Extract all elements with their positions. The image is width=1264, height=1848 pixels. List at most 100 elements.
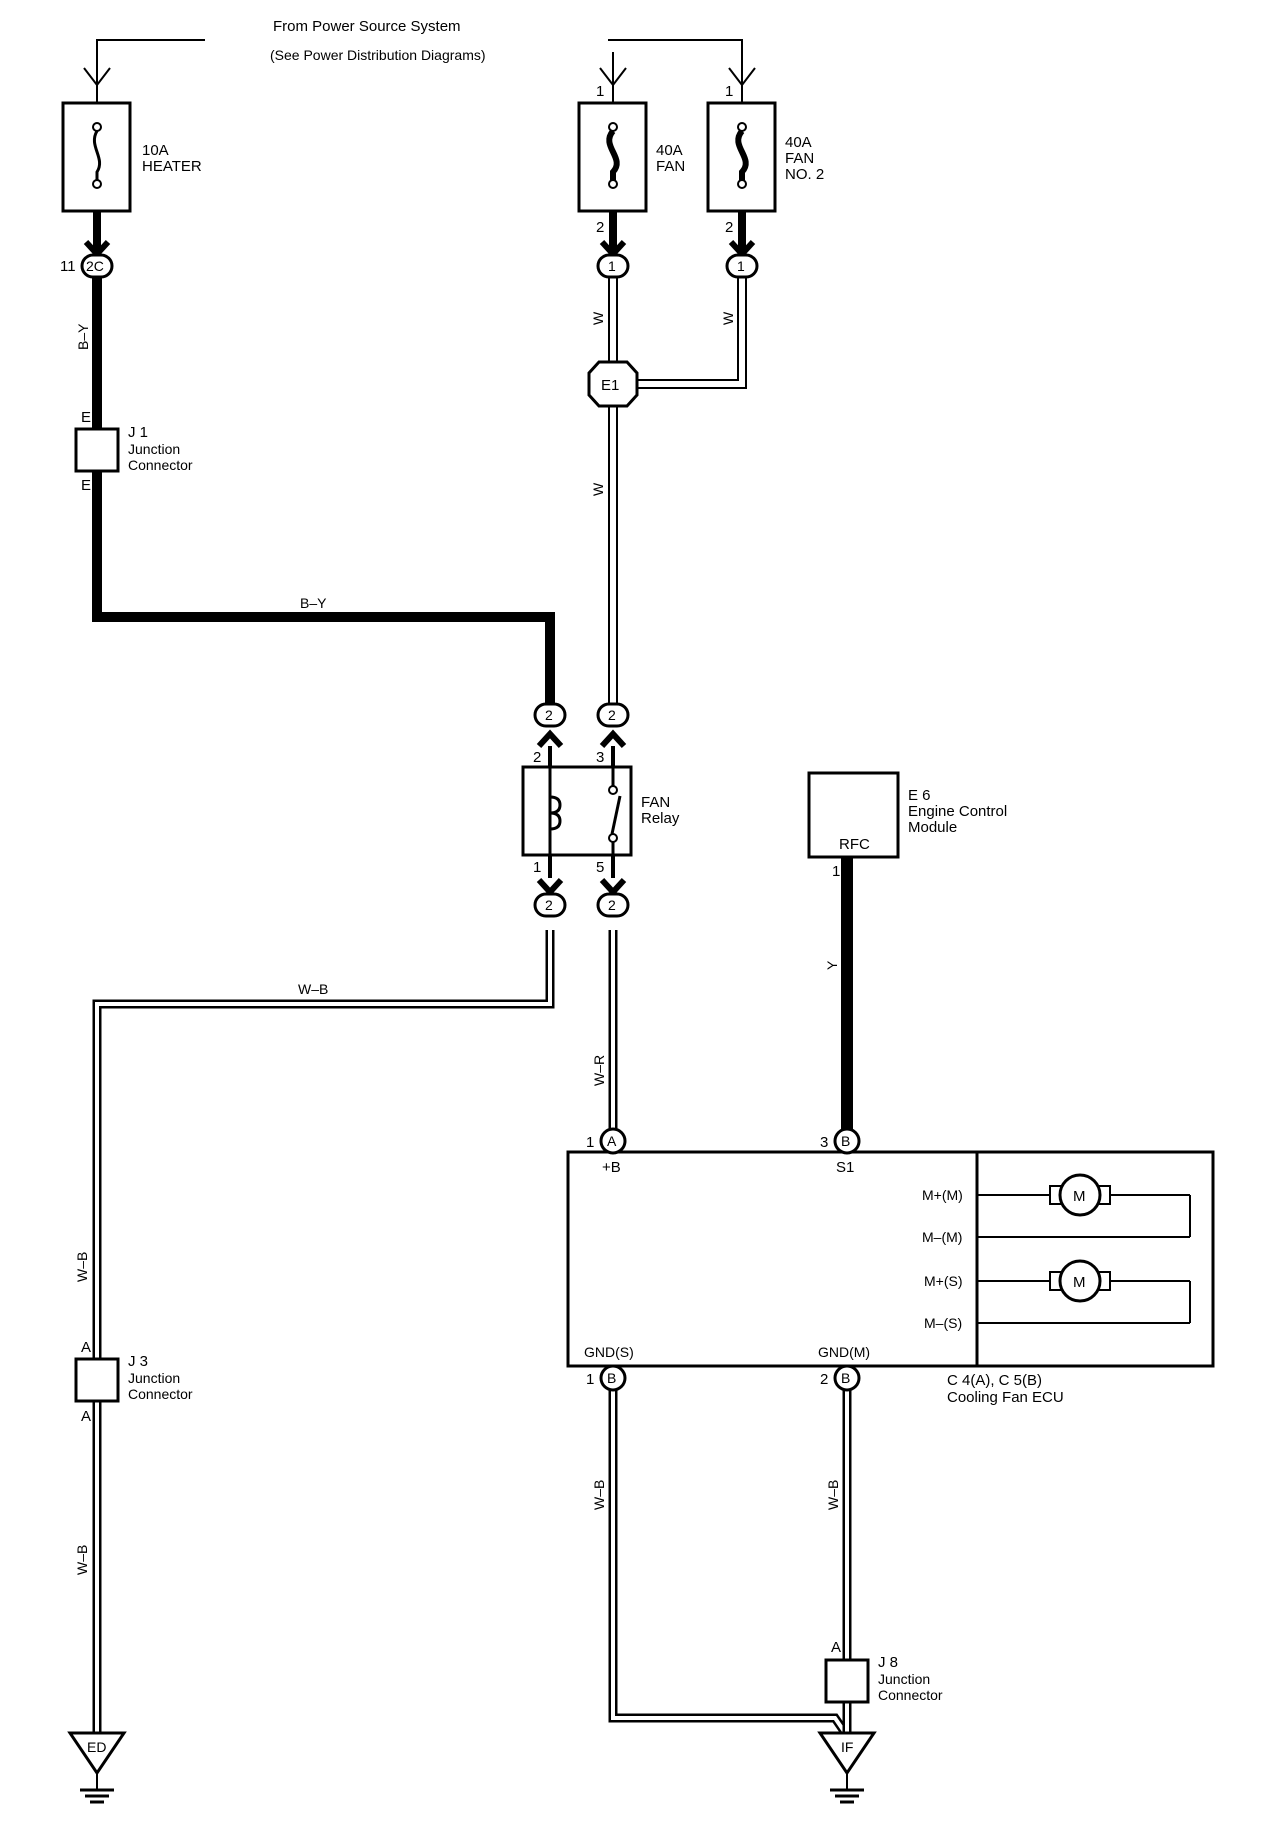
fan2-fuse-top-pin: 1 xyxy=(725,83,733,100)
connector-relay-bottom-right xyxy=(596,877,630,918)
wire-label-w-b-relay: W–B xyxy=(298,981,328,997)
ground-ed-icon xyxy=(67,1731,127,1804)
ground-ed-label: ED xyxy=(87,1739,106,1755)
fuse-fan-no2 xyxy=(706,85,777,252)
connector-relay-top-left xyxy=(533,702,567,749)
j1-bottom: E xyxy=(81,477,91,494)
ecu-gnd-m: GND(M) xyxy=(818,1344,870,1360)
ecu-connector-a xyxy=(599,1127,627,1155)
ecu-gnds-pin: 1 xyxy=(586,1371,594,1388)
connector-fan-1-label: 1 xyxy=(608,258,616,274)
ecm-label-1: Engine Control xyxy=(908,803,1007,820)
ecu-label-2: Cooling Fan ECU xyxy=(947,1389,1064,1406)
relay-top-left-pin: 2 xyxy=(533,749,541,766)
motor-2-icon: M xyxy=(1073,1274,1086,1291)
j1-line2: Connector xyxy=(128,457,193,473)
ecu-terminal-b: +B xyxy=(602,1159,621,1176)
j8-top: A xyxy=(831,1639,841,1656)
relay-label-2: Relay xyxy=(641,810,680,827)
engine-control-module xyxy=(807,771,900,859)
fan-fuse-bottom-pin: 2 xyxy=(596,219,604,236)
connector-relay-bottom-left xyxy=(533,877,567,918)
wire-label-w-3: W xyxy=(590,482,606,496)
ecu-gnd-s: GND(S) xyxy=(584,1344,634,1360)
fuse-fan2-name: FAN xyxy=(785,150,814,167)
connector-fan2-1 xyxy=(725,239,759,279)
j1-top: E xyxy=(81,409,91,426)
wire-label-w-b-gndm: W–B xyxy=(825,1480,841,1510)
ecm-label-2: Module xyxy=(908,819,957,836)
source-text-2: (See Power Distribution Diagrams) xyxy=(270,47,486,63)
fan-relay xyxy=(521,746,633,878)
j3-line1: Junction xyxy=(128,1370,180,1386)
ecm-id: E 6 xyxy=(908,787,931,804)
j3-bottom: A xyxy=(81,1408,91,1425)
junction-j3 xyxy=(74,1357,120,1403)
wire-label-b-y-vertical: B–Y xyxy=(75,323,91,350)
ecu-connector-b-gndm xyxy=(833,1364,861,1392)
fuse-fan2-name2: NO. 2 xyxy=(785,166,824,183)
wire-w-b-left xyxy=(92,930,555,1755)
relay-label-1: FAN xyxy=(641,794,670,811)
ecu-connector-b2-label: B xyxy=(607,1370,616,1386)
wire-label-w-r: W–R xyxy=(591,1055,607,1086)
cooling-fan-ecu xyxy=(566,1150,1215,1368)
ecm-pin: 10 xyxy=(832,863,849,880)
ecu-connector-b1-label: B xyxy=(841,1133,850,1149)
ecu-m-plus-m: M+(M) xyxy=(922,1187,963,1203)
junction-j8 xyxy=(824,1658,870,1704)
heater-pin: 11 xyxy=(60,258,76,275)
connector-relay-top-right-label: 2 xyxy=(608,707,616,723)
fuse-fan-name: FAN xyxy=(656,158,685,175)
ecu-b-pin: 3 xyxy=(820,1134,828,1151)
splice-e1 xyxy=(587,360,639,408)
fuse-fan xyxy=(577,85,648,252)
wire-w xyxy=(608,270,747,706)
wire-w-b-gnds xyxy=(608,1388,854,1743)
ecu-m-minus-m: M–(M) xyxy=(922,1229,962,1245)
wire-label-b-y-horizontal: B–Y xyxy=(300,595,327,611)
wire-label-w-b-gnds: W–B xyxy=(591,1480,607,1510)
fan2-fuse-bottom-pin: 2 xyxy=(725,219,733,236)
connector-relay-top-right xyxy=(596,702,630,749)
wire-label-y: Y xyxy=(824,960,840,970)
ecu-connector-b-gnds xyxy=(599,1364,627,1392)
j1-line1: Junction xyxy=(128,441,180,457)
ecm-terminal-rfc: RFC xyxy=(839,836,870,853)
j8-id: J 8 xyxy=(878,1654,898,1671)
fuse-heater-name: HEATER xyxy=(142,158,202,175)
fuse-fan-rating: 40A xyxy=(656,142,683,159)
connector-fan2-1-label: 1 xyxy=(737,258,745,274)
wire-b-y xyxy=(92,270,555,706)
ecu-connector-b3-label: B xyxy=(841,1370,850,1386)
j3-id: J 3 xyxy=(128,1353,148,1370)
ground-if-icon xyxy=(817,1731,877,1804)
relay-bottom-left-pin: 1 xyxy=(533,859,541,876)
j1-id: J 1 xyxy=(128,424,148,441)
ground-if-label: IF xyxy=(841,1739,853,1755)
connector-relay-bottom-right-label: 2 xyxy=(608,897,616,913)
fan-fuse-top-pin: 1 xyxy=(596,83,604,100)
connector-relay-top-left-label: 2 xyxy=(545,707,553,723)
wire-label-w-2: W xyxy=(720,311,736,325)
fuse-heater-rating: 10A xyxy=(142,142,169,159)
connector-relay-bottom-left-label: 2 xyxy=(545,897,553,913)
fuse-heater xyxy=(61,85,132,252)
j3-top: A xyxy=(81,1339,91,1356)
wire-label-w-1: W xyxy=(590,311,606,325)
ecu-label-1: C 4(A), C 5(B) xyxy=(947,1372,1042,1389)
ecu-terminal-s1: S1 xyxy=(836,1159,854,1176)
ecu-a-pin: 1 xyxy=(586,1134,594,1151)
fuse-fan2-rating: 40A xyxy=(785,134,812,151)
connector-fan-1 xyxy=(596,239,630,279)
ecu-m-minus-s: M–(S) xyxy=(924,1315,962,1331)
relay-top-right-pin: 3 xyxy=(596,749,604,766)
j8-line1: Junction xyxy=(878,1671,930,1687)
j8-line2: Connector xyxy=(878,1687,943,1703)
ecu-m-plus-s: M+(S) xyxy=(924,1273,963,1289)
junction-j1 xyxy=(74,427,120,473)
connector-2c xyxy=(80,239,114,279)
wire-label-w-b-left-1: W–B xyxy=(74,1252,90,1282)
relay-bottom-right-pin: 5 xyxy=(596,859,604,876)
